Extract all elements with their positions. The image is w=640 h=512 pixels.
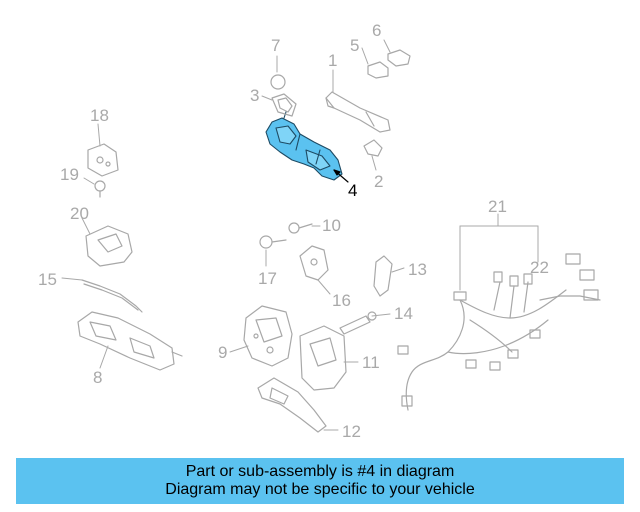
callout-21: 21	[488, 197, 507, 216]
part-1	[325, 91, 391, 133]
leader-lines	[61, 39, 539, 431]
callout-10: 10	[322, 216, 341, 235]
part-12	[257, 377, 327, 433]
part-20	[85, 225, 133, 267]
parts-diagram: 7 1 5 6 3 2 4 18 19 20 15 8 10 17 16 13 …	[38, 21, 601, 441]
callout-5: 5	[350, 36, 360, 55]
info-banner: Part or sub-assembly is #4 in diagram Di…	[16, 458, 624, 504]
callout-13: 13	[408, 260, 427, 279]
callout-17: 17	[258, 269, 277, 288]
part-4-highlighted[interactable]	[265, 111, 343, 181]
part-6	[387, 49, 411, 67]
part-18	[87, 143, 119, 177]
part-11	[299, 325, 347, 391]
callout-14: 14	[394, 304, 413, 323]
part-9	[243, 305, 293, 367]
leader-line-4	[333, 169, 349, 183]
part-14	[339, 311, 377, 335]
callout-9: 9	[218, 343, 228, 362]
callout-12: 12	[342, 422, 361, 441]
part-21-harness	[397, 253, 601, 411]
diagram-drawing	[61, 39, 601, 433]
part-17	[259, 235, 287, 249]
callout-1: 1	[328, 51, 338, 70]
callout-16: 16	[332, 291, 351, 310]
part-16	[299, 245, 329, 281]
callout-18: 18	[90, 106, 109, 125]
part-5	[367, 61, 389, 79]
callout-20: 20	[70, 204, 89, 223]
part-13	[373, 255, 393, 297]
part-7	[270, 74, 286, 90]
part-15	[81, 279, 143, 313]
part-3	[271, 93, 297, 117]
callout-11: 11	[362, 353, 380, 372]
part-10	[288, 222, 313, 234]
callout-3: 3	[250, 86, 260, 105]
callout-15: 15	[38, 270, 57, 289]
banner-line-1: Part or sub-assembly is #4 in diagram	[185, 463, 455, 480]
part-2	[363, 139, 383, 157]
callout-7: 7	[271, 36, 281, 55]
callout-4[interactable]: 4	[348, 181, 358, 200]
callout-19: 19	[60, 165, 79, 184]
part-19	[94, 180, 106, 198]
callout-6: 6	[372, 21, 382, 40]
callout-8: 8	[93, 368, 103, 387]
part-8	[77, 311, 183, 371]
callout-22: 22	[530, 258, 549, 277]
banner-line-2: Diagram may not be specific to your vehi…	[165, 481, 475, 498]
callout-2: 2	[374, 172, 384, 191]
